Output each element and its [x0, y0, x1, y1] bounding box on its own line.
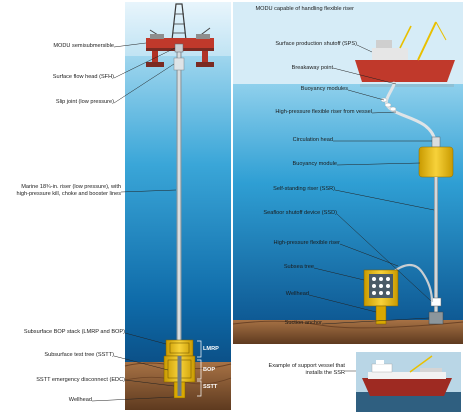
- label-edc: SSTT emergency disconnect (EDC): [36, 377, 125, 383]
- right-seabed: [233, 320, 463, 344]
- label-sps: Surface production shutoff (SPS): [275, 41, 357, 47]
- surface-flow-head: [174, 43, 184, 53]
- label-sstt: Subsurface test tree (SSTT): [44, 352, 114, 358]
- label-buoyancy-module: Buoyancy module: [292, 161, 337, 167]
- label-breakaway: Breakaway point: [291, 65, 333, 71]
- slip-joint: [173, 57, 185, 71]
- self-standing-riser: [434, 177, 438, 314]
- label-bop-stack: Subsurface BOP stack (LMRP and BOP): [23, 329, 125, 335]
- label-marine-riser-line2: high-pressure kill, choke and booster li…: [16, 191, 121, 197]
- buoyancy-modules: [380, 97, 397, 112]
- suction-anchor: [428, 311, 444, 325]
- label-surface-flow-head: Surface flow head (SFH): [52, 74, 114, 80]
- label-subsea-tree: Subsea tree: [283, 264, 314, 270]
- label-support-vessel-line2: installs the SSR: [305, 370, 345, 376]
- label-hp-flex-riser: High-pressure flexible riser: [273, 240, 340, 246]
- hp-flexible-riser: [392, 263, 434, 303]
- bop-stack: [163, 339, 196, 399]
- label-suction-anchor: Suction anchor: [284, 320, 322, 326]
- label-marine-riser-line1: Marine 18¾-in. riser (low pressure), wit…: [21, 184, 121, 190]
- label-slip-joint: Slip joint (low pressure): [55, 99, 114, 105]
- tag-sstt: SSTT: [203, 384, 218, 390]
- modu-vessel: [355, 21, 455, 87]
- marine-riser: [176, 44, 182, 344]
- label-buoyancy-modules: Buoyancy modules: [300, 86, 348, 92]
- left-leader-lines: [91, 42, 177, 402]
- label-wellhead-left: Wellhead: [68, 397, 92, 403]
- circulation-head: [431, 136, 441, 148]
- label-hp-flex-from-vessel: High-pressure flexible riser from vessel: [275, 109, 372, 115]
- label-circulation-head: Circulation head: [292, 137, 333, 143]
- label-modu-flexible: MODU capable of handling flexible riser: [255, 6, 354, 12]
- label-ssr: Self-standing riser (SSR): [273, 186, 335, 192]
- label-support-vessel-line1: Example of support vessel that: [268, 363, 346, 369]
- support-vessel-image: [356, 352, 461, 412]
- label-modu-semisubmersible: MODU semisubmersible: [53, 43, 114, 49]
- buoyancy-module: [418, 146, 454, 178]
- right-sea: [233, 84, 463, 330]
- label-ssd: Seafloor shutoff device (SSD): [263, 210, 337, 216]
- right-leader-lines: [308, 44, 435, 372]
- tag-bop: BOP: [203, 367, 216, 373]
- label-wellhead-right: Wellhead: [285, 291, 309, 297]
- tag-lmrp: LMRP: [203, 346, 219, 352]
- subsea-tree: [363, 269, 399, 325]
